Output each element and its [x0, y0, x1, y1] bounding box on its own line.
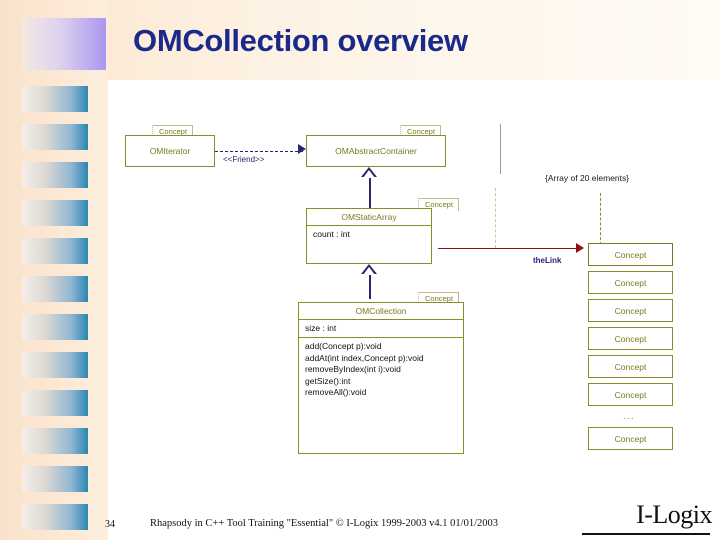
generalization-line-1: [369, 176, 371, 208]
generalization-line-2: [369, 273, 371, 299]
class-name-omstaticarray: OMStaticArray: [341, 212, 397, 222]
generalization-triangle-inner-1: [362, 169, 375, 178]
attribute-item: size : int: [305, 323, 337, 333]
instance-box-concept-6[interactable]: Concept: [588, 383, 673, 406]
class-attributes-omstaticarray: count : int: [307, 226, 431, 243]
ilogix-logo-underline: [582, 533, 710, 535]
class-box-omcollection[interactable]: OMCollection size : int add(Concept p):v…: [298, 302, 464, 454]
sidebar-bar: [22, 428, 88, 454]
class-separator: [299, 319, 463, 320]
sidebar-bar: [22, 86, 88, 112]
ilogix-logo: I-Logix: [636, 500, 712, 529]
instance-link-dashed-line: [600, 193, 601, 245]
stereotype-label-omabstractcontainer: Concept: [400, 125, 441, 138]
sidebar-bar: [22, 276, 88, 302]
page-title: OMCollection overview: [133, 23, 468, 58]
attribute-item: count : int: [313, 229, 350, 239]
class-separator: [307, 225, 431, 226]
header-decoration-block: [22, 18, 106, 70]
sidebar-bar: [22, 352, 88, 378]
class-name-omabstractcontainer: OMAbstractContainer: [335, 146, 417, 156]
stereotype-label-omiterator: Concept: [152, 125, 193, 138]
diagram-border-line-left: [500, 124, 502, 174]
thelink-association-line: [438, 248, 582, 250]
class-operations-omcollection: add(Concept p):void addAt(int index,Conc…: [299, 338, 463, 402]
class-box-omiterator[interactable]: OMIterator: [125, 135, 215, 167]
operation-item: removeAll():void: [305, 387, 367, 397]
class-box-omabstractcontainer[interactable]: OMAbstractContainer: [306, 135, 446, 167]
sidebar-background: [0, 0, 108, 540]
sidebar-bar: [22, 314, 88, 340]
thelink-label: theLink: [533, 256, 562, 265]
sidebar-bar: [22, 162, 88, 188]
class-name-omiterator: OMIterator: [149, 146, 191, 156]
instance-box-concept-5[interactable]: Concept: [588, 355, 673, 378]
sidebar-bar: [22, 238, 88, 264]
friend-arrowhead-icon: [298, 144, 306, 154]
operation-item: add(Concept p):void: [305, 341, 382, 351]
page-number: 34: [105, 519, 115, 530]
sidebar-bar: [22, 504, 88, 530]
sidebar-bar: [22, 390, 88, 416]
array-size-note: {Array of 20 elements}: [545, 173, 630, 183]
uml-class-diagram: Concept OMIterator <<Friend>> Concept OM…: [108, 80, 720, 490]
footer-copyright-text: Rhapsody in C++ Tool Training "Essential…: [150, 518, 499, 529]
sidebar-bar: [22, 124, 88, 150]
header-background: [0, 0, 720, 80]
instance-box-concept-1[interactable]: Concept: [588, 243, 673, 266]
class-attributes-omcollection: size : int: [299, 320, 463, 337]
operation-item: addAt(int index,Concept p):void: [305, 352, 424, 363]
sidebar-bar: [22, 200, 88, 226]
class-name-omcollection: OMCollection: [355, 306, 407, 316]
stereotype-label-omcollection: Concept: [418, 292, 459, 305]
instance-box-concept-last[interactable]: Concept: [588, 427, 673, 450]
sidebar-bar: [22, 466, 88, 492]
instance-box-concept-4[interactable]: Concept: [588, 327, 673, 350]
operation-item: getSize():int: [305, 375, 351, 386]
generalization-triangle-inner-2: [362, 266, 375, 275]
friend-dependency-line: [215, 151, 303, 152]
thelink-arrowhead-icon: [576, 243, 584, 253]
instance-list-ellipsis: ...: [623, 411, 636, 421]
stereotype-label-omstaticarray: Concept: [418, 198, 459, 211]
class-separator: [299, 337, 463, 338]
instance-box-concept-3[interactable]: Concept: [588, 299, 673, 322]
operation-item: removeByIndex(int i):void: [305, 364, 401, 374]
instance-box-concept-2[interactable]: Concept: [588, 271, 673, 294]
friend-stereotype-label: <<Friend>>: [223, 155, 265, 164]
class-box-omstaticarray[interactable]: OMStaticArray count : int: [306, 208, 432, 264]
diagram-guide-dashed-left: [495, 188, 496, 248]
